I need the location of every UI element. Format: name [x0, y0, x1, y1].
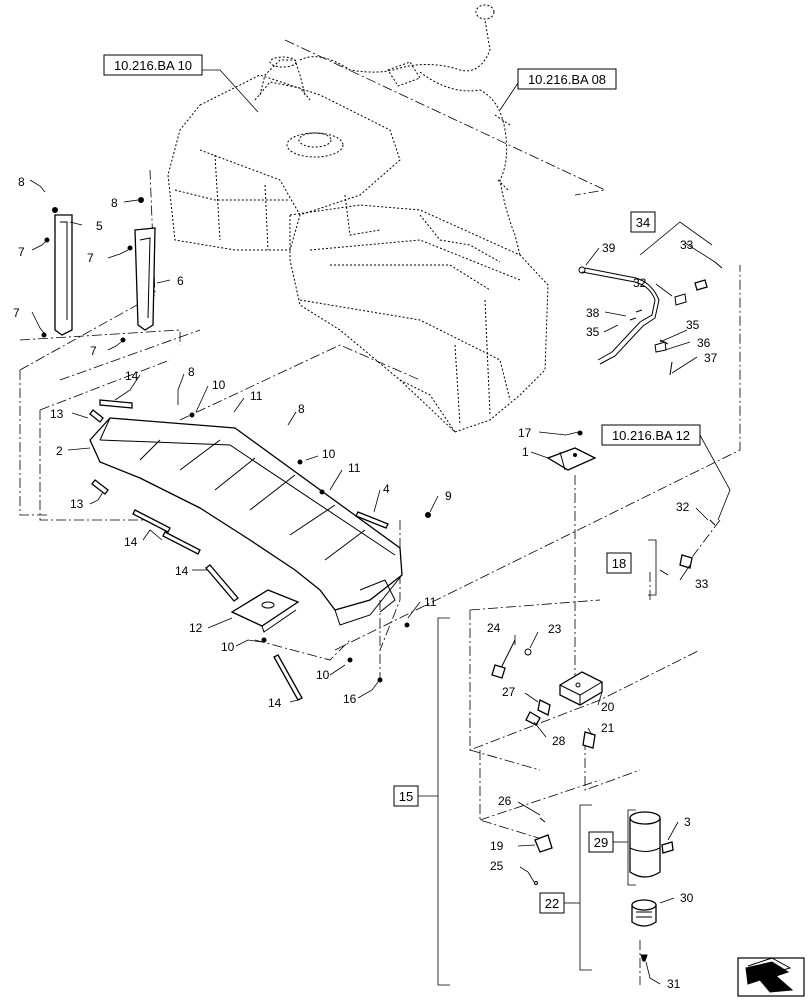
leader-lines — [29, 69, 731, 985]
callout-8: 8 — [298, 402, 305, 416]
cover-plate — [230, 589, 300, 633]
callout-11: 11 — [250, 389, 263, 403]
callout-35: 35 — [686, 318, 700, 332]
fuel-tank — [167, 56, 549, 433]
mount-bracket — [546, 447, 597, 471]
assembly-centerlines — [19, 39, 741, 985]
callout-13: 13 — [70, 497, 84, 511]
callout-27: 27 — [502, 685, 516, 699]
svg-text:29: 29 — [594, 835, 608, 850]
svg-text:22: 22 — [545, 896, 559, 911]
page-nav-arrow-icon[interactable] — [737, 957, 805, 997]
callout-4: 4 — [383, 482, 390, 496]
kit-bracket-18 — [648, 539, 657, 596]
kit-box-15: 15 — [393, 785, 419, 807]
callout-36: 36 — [697, 336, 711, 350]
rods — [89, 399, 389, 701]
fuel-line-assembly — [578, 261, 723, 376]
callout-31: 31 — [667, 977, 681, 991]
callout-14: 14 — [125, 369, 139, 383]
callout-10: 10 — [221, 640, 235, 654]
callout-30: 30 — [680, 891, 694, 905]
callout-37: 37 — [704, 351, 718, 365]
callout-8: 8 — [188, 365, 195, 379]
callout-7: 7 — [13, 306, 20, 320]
callout-33: 33 — [680, 238, 694, 252]
callout-19: 19 — [490, 839, 504, 853]
callout-7: 7 — [87, 251, 94, 265]
fuel-filter — [629, 811, 674, 878]
callout-13: 13 — [50, 407, 64, 421]
ref-label-fuel-lines: 10.216.BA 08 — [528, 72, 606, 87]
callout-35: 35 — [586, 325, 600, 339]
callout-8: 8 — [111, 196, 118, 210]
kit-bracket-34 — [639, 221, 713, 256]
kit-bracket-22 — [579, 804, 592, 971]
callout-25: 25 — [490, 859, 504, 873]
kit-box-18: 18 — [606, 552, 632, 574]
fasteners — [41, 197, 583, 683]
callout-26: 26 — [498, 794, 512, 808]
ref-box-filter-lines[interactable]: 10.216.BA 12 — [601, 424, 701, 446]
ref-label-fuel-tank: 10.216.BA 10 — [114, 58, 192, 73]
svg-text:34: 34 — [636, 215, 650, 230]
wire-harness — [299, 4, 521, 256]
kit-box-29: 29 — [588, 831, 614, 853]
callout-2: 2 — [56, 444, 63, 458]
callout-32: 32 — [633, 276, 647, 290]
callout-9: 9 — [445, 489, 452, 503]
callout-10: 10 — [322, 447, 336, 461]
callout-5: 5 — [96, 219, 103, 233]
kit-box-34: 34 — [630, 211, 656, 233]
kit-bracket-29 — [627, 809, 636, 886]
callout-38: 38 — [586, 306, 600, 320]
filter-fittings — [491, 519, 716, 885]
callout-numbers: 8 8 5 7 7 6 7 7 14 8 10 11 8 13 2 10 11 … — [13, 175, 718, 991]
callout-23: 23 — [548, 622, 562, 636]
water-separator-bowl — [631, 899, 657, 962]
callout-21: 21 — [601, 721, 615, 735]
callout-7: 7 — [18, 245, 25, 259]
callout-14: 14 — [124, 535, 138, 549]
callout-10: 10 — [316, 668, 330, 682]
callout-14: 14 — [268, 696, 282, 710]
callout-11: 11 — [424, 595, 437, 609]
callout-3: 3 — [684, 815, 691, 829]
filter-head — [559, 671, 603, 706]
ref-box-fuel-lines[interactable]: 10.216.BA 08 — [517, 68, 617, 90]
callout-10: 10 — [212, 378, 226, 392]
callout-28: 28 — [552, 734, 566, 748]
callout-6: 6 — [177, 274, 184, 288]
callout-16: 16 — [343, 692, 357, 706]
bracket-right — [134, 227, 156, 331]
ref-label-filter-lines: 10.216.BA 12 — [612, 428, 690, 443]
callout-14: 14 — [175, 564, 189, 578]
svg-text:15: 15 — [399, 789, 413, 804]
callout-39: 39 — [602, 241, 616, 255]
callout-12: 12 — [189, 621, 203, 635]
skid-plate-frame — [89, 417, 403, 626]
callout-33: 33 — [695, 577, 709, 591]
callout-20: 20 — [601, 700, 615, 714]
ref-box-fuel-tank[interactable]: 10.216.BA 10 — [103, 54, 203, 76]
callout-11: 11 — [348, 461, 361, 475]
callout-1: 1 — [522, 445, 529, 459]
bracket-left — [54, 214, 73, 336]
callout-17: 17 — [518, 426, 532, 440]
callout-32: 32 — [676, 500, 690, 514]
callout-7: 7 — [90, 344, 97, 358]
kit-bracket-15 — [437, 617, 450, 986]
callout-8: 8 — [18, 175, 25, 189]
callout-24: 24 — [487, 621, 501, 635]
svg-text:18: 18 — [612, 556, 626, 571]
kit-box-22: 22 — [539, 892, 565, 914]
